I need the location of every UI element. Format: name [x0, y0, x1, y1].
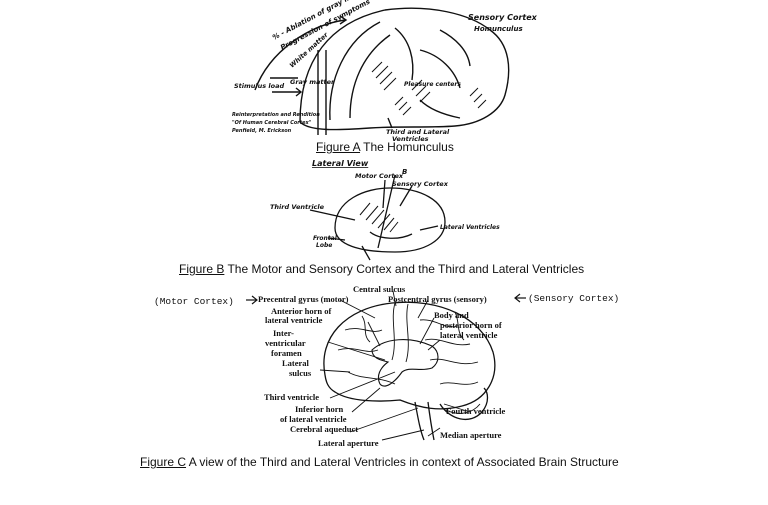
figure-a-label-reinterpretation-2: "Of Human Cerebral Cortex": [232, 120, 312, 126]
figure-c-label-central-sulcus: Central sulcus: [353, 284, 406, 294]
figure-c-brain-outline: [323, 301, 496, 410]
figure-c-label-lateral-sulcus-2: sulcus: [289, 368, 312, 378]
figure-c-label-fourth-ventricle: Fourth ventricle: [446, 406, 505, 416]
figure-a-label-pleasure: Pleasure centers: [404, 81, 461, 88]
figure-c-label-inter-1: Inter-: [273, 328, 294, 338]
figure-a-label-third-lateral: Third and Lateral: [386, 128, 450, 136]
figure-b-label-lateral-view: Lateral View: [312, 159, 369, 168]
figure-c-label-anterior-horn-2: lateral ventricle: [265, 315, 323, 325]
figure-a-ablation-arrow: [254, 19, 346, 91]
figure-c-label-sensory-cortex: (Sensory Cortex): [528, 293, 619, 304]
figure-b-caption-text: The Motor and Sensory Cortex and the Thi…: [224, 262, 585, 276]
figure-c-ventricles: [371, 339, 439, 387]
figure-c-label-body-posterior-2: posterior horn of: [440, 320, 502, 330]
figure-c-label-motor-cortex: (Motor Cortex): [154, 296, 234, 307]
figure-c-label-cerebral-aqueduct: Cerebral aqueduct: [290, 424, 358, 434]
figure-a-drawing: [254, 7, 510, 135]
figure-a-label-ventricles: Ventricles: [392, 135, 429, 143]
figure-c-drawing: [246, 290, 526, 441]
figure-c-label-inter-3: foramen: [271, 348, 302, 358]
figure-c-label-lateral-aperture: Lateral aperture: [318, 438, 379, 448]
figure-a-label-gray-matter: Gray matter: [290, 78, 335, 86]
figure-a-brain-outline: [299, 7, 510, 131]
figure-c-caption: Figure C A view of the Third and Lateral…: [140, 455, 619, 469]
figure-c-label-postcentral: Postcentral gyrus (sensory): [388, 294, 487, 304]
figure-b-label-motor-cortex: Motor Cortex: [355, 172, 404, 180]
figure-b-caption-label: Figure B: [179, 262, 225, 276]
figure-c-label-precentral: Precentral gyrus (motor): [258, 294, 349, 304]
figure-b-label-third-ventricle: Third Ventricle: [270, 203, 325, 211]
figure-c-label-inferior-horn-1: Inferior horn: [295, 404, 344, 414]
figure-c-label-lateral-sulcus-1: Lateral: [282, 358, 310, 368]
figure-c-label-inferior-horn-2: of lateral ventricle: [280, 414, 347, 424]
figure-a-label-homunculus: Homunculus: [474, 25, 523, 33]
figure-a-caption: Figure A The Homunculus: [316, 140, 454, 154]
figure-a-label-reinterpretation-3: Penfield, M. Erickson: [232, 128, 292, 134]
figure-c-label-median-aperture: Median aperture: [440, 430, 502, 440]
figure-c-cerebellum: [439, 387, 489, 421]
figure-c-label-inter-2: ventricular: [265, 338, 306, 348]
figure-c-label-body-posterior-3: lateral ventricle: [440, 330, 498, 340]
figure-a-caption-label: Figure A: [316, 140, 361, 154]
figure-b-label-lateral-ventricles: Lateral Ventricles: [440, 224, 500, 231]
figure-c-label-body-posterior-1: Body and: [434, 310, 469, 320]
figure-b-label-sensory-cortex: Sensory Cortex: [392, 180, 449, 188]
figure-c-label-anterior-horn-1: Anterior horn of: [271, 306, 331, 316]
figure-b-caption: Figure B The Motor and Sensory Cortex an…: [179, 262, 584, 276]
figure-c-label-third-ventricle: Third ventricle: [264, 392, 319, 402]
figure-b-drawing: [309, 174, 446, 261]
figure-b-label-frontal: Frontal: [313, 235, 338, 242]
figure-b-label-lobe: Lobe: [316, 242, 332, 249]
figure-b-brain-outline: [334, 187, 446, 253]
figure-b-label-b-marker: B: [402, 168, 407, 176]
figure-a-caption-text: The Homunculus: [360, 140, 454, 154]
figure-c-brainstem: [414, 401, 425, 441]
figure-c-caption-text: A view of the Third and Lateral Ventricl…: [186, 455, 619, 469]
figure-c-caption-label: Figure C: [140, 455, 187, 469]
figure-a-label-reinterpretation-1: Reinterpretation and Rendition: [232, 112, 320, 118]
figure-a-label-stimulus: Stimulus load: [234, 82, 284, 90]
figure-a-label-sensory-cortex: Sensory Cortex: [468, 13, 538, 22]
